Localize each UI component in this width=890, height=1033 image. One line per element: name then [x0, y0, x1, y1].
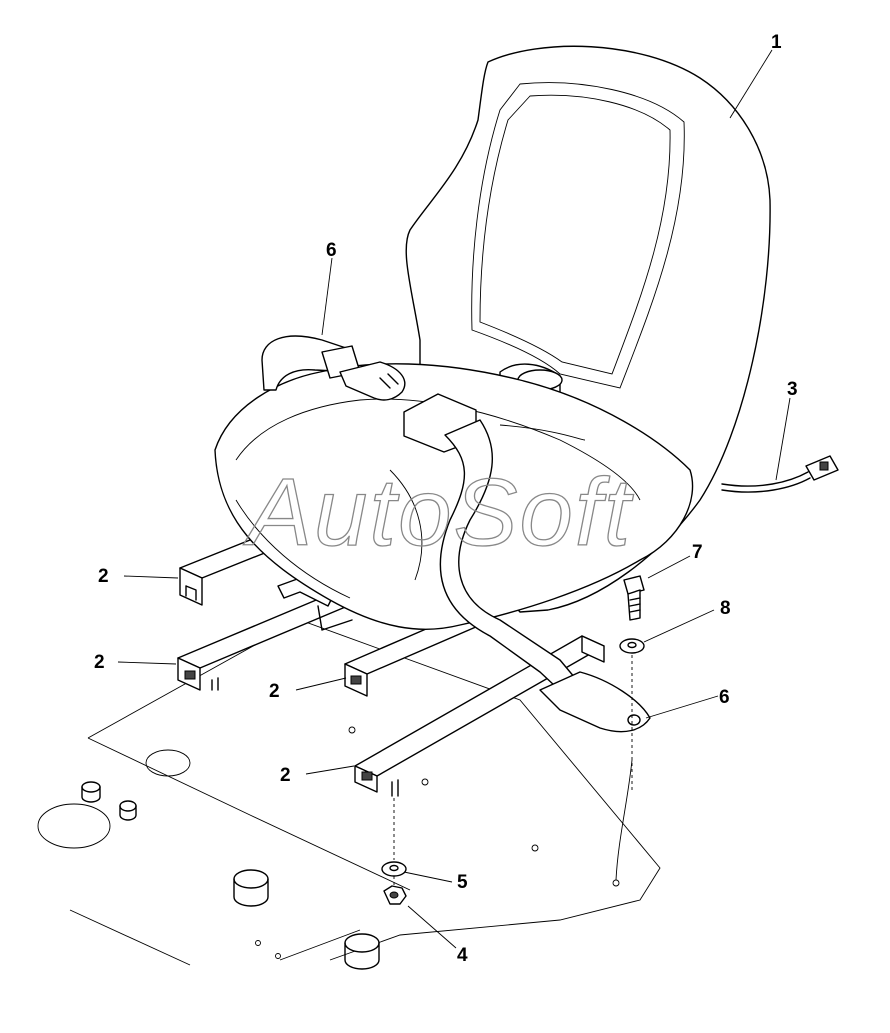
- callout-6: 6: [326, 240, 337, 261]
- callout-leaders: [117, 49, 791, 949]
- callout-7: 7: [692, 542, 703, 563]
- seat: [214, 45, 771, 630]
- callout-6: 6: [719, 687, 730, 708]
- floor-spacer: [344, 933, 380, 970]
- floor-spacer: [81, 781, 101, 803]
- washer: [619, 638, 645, 654]
- bolt: [623, 575, 645, 621]
- seat-belt: [261, 335, 651, 733]
- floor-spacer: [119, 800, 137, 821]
- callout-2: 2: [94, 652, 105, 673]
- floor-spacer: [233, 869, 269, 907]
- watermark: AutoSoft: [243, 459, 634, 566]
- callout-2: 2: [269, 681, 280, 702]
- callout-2: 2: [98, 566, 109, 587]
- callout-5: 5: [457, 872, 468, 893]
- callout-2: 2: [280, 765, 291, 786]
- wire-harness: [721, 455, 839, 493]
- callout-3: 3: [787, 379, 798, 400]
- rail-washer: [381, 861, 407, 877]
- assembly-lines: [393, 655, 633, 886]
- floor-plate: [37, 619, 661, 970]
- seat-rail-front-left: [177, 589, 363, 691]
- callout-1: 1: [771, 32, 782, 53]
- rail-nut: [383, 885, 407, 905]
- callout-4: 4: [457, 945, 468, 966]
- callout-8: 8: [720, 598, 731, 619]
